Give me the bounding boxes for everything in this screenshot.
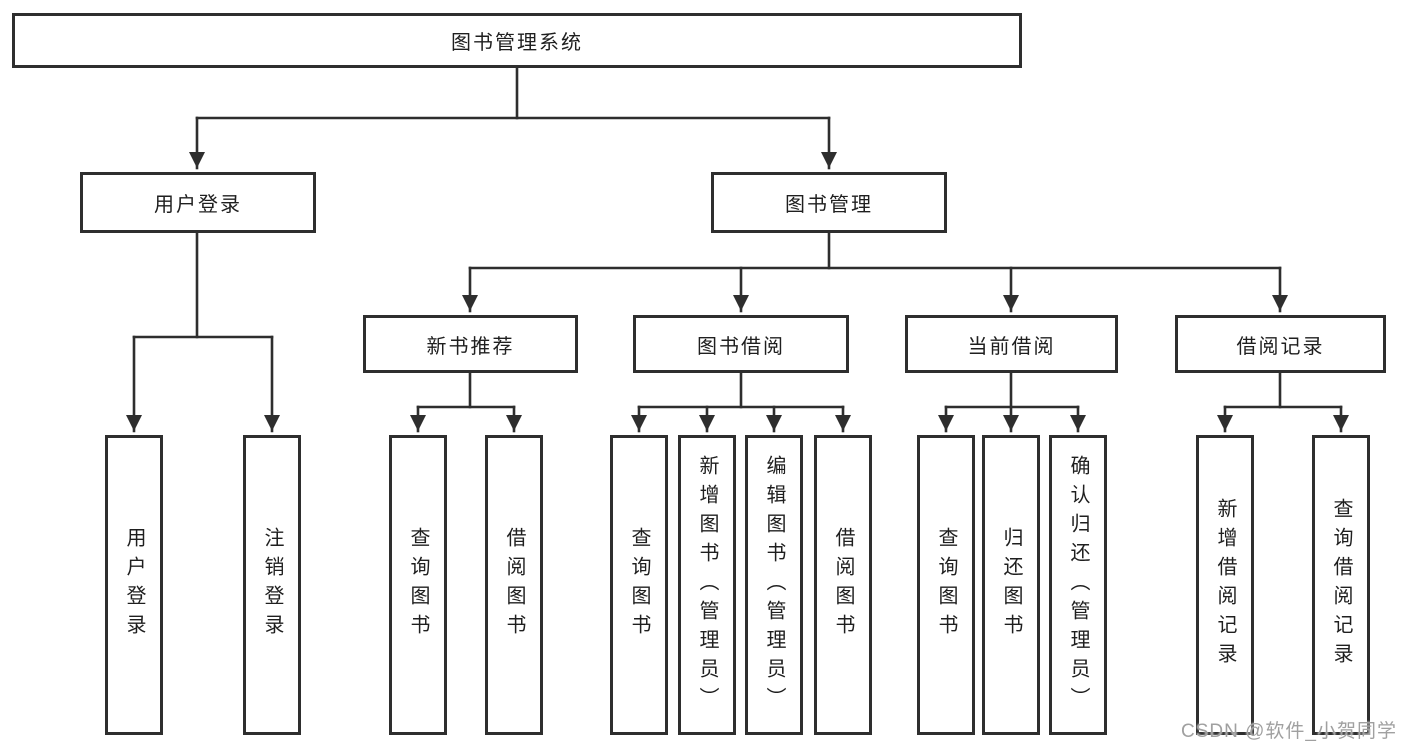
leaf-logout: 注销登录: [243, 435, 301, 735]
node-label: 图书借阅: [697, 335, 785, 358]
node-borrow-records: 借阅记录: [1175, 315, 1386, 373]
leaf-label: 查询图书: [628, 527, 650, 643]
leaf-label: 查询图书: [407, 527, 429, 643]
node-label: 借阅记录: [1236, 335, 1325, 358]
leaf-label: 归还图书: [1000, 527, 1022, 643]
node-book-borrow: 图书借阅: [633, 315, 849, 373]
leaf-query-books: 查询图书: [389, 435, 447, 735]
node-label: 用户登录: [154, 194, 242, 216]
leaf-query-books: 查询图书: [610, 435, 668, 735]
leaf-query-borrow-record: 查询借阅记录: [1312, 435, 1370, 735]
node-label: 图书管理: [785, 194, 873, 216]
leaf-borrow-books: 借阅图书: [814, 435, 872, 735]
leaf-label: 新增借阅记录: [1214, 498, 1236, 672]
leaf-label: 借阅图书: [832, 527, 854, 643]
leaf-add-borrow-record: 新增借阅记录: [1196, 435, 1254, 735]
leaf-label: 借阅图书: [503, 527, 525, 643]
leaf-label: 用户登录: [123, 527, 145, 643]
leaf-return-books: 归还图书: [982, 435, 1040, 735]
leaf-label: 确认归还（管理员）: [1067, 454, 1089, 716]
node-current-borrow: 当前借阅: [905, 315, 1118, 373]
leaf-user-login: 用户登录: [105, 435, 163, 735]
leaf-add-books-admin: 新增图书（管理员）: [678, 435, 736, 735]
watermark: CSDN @软件_小贺同学: [1181, 721, 1397, 742]
node-new-book-recommend: 新书推荐: [363, 315, 578, 373]
node-label: 新书推荐: [426, 335, 515, 358]
node-label: 图书管理系统: [451, 32, 583, 54]
leaf-label: 新增图书（管理员）: [696, 454, 718, 716]
node-library-management-system: 图书管理系统: [12, 13, 1022, 68]
node-book-management: 图书管理: [711, 172, 947, 233]
leaf-query-books: 查询图书: [917, 435, 975, 735]
leaf-label: 注销登录: [261, 527, 283, 643]
leaf-edit-books-admin: 编辑图书（管理员）: [745, 435, 803, 735]
node-user-login: 用户登录: [80, 172, 316, 233]
leaf-label: 编辑图书（管理员）: [763, 454, 785, 716]
leaf-label: 查询借阅记录: [1330, 498, 1352, 672]
leaf-confirm-return-admin: 确认归还（管理员）: [1049, 435, 1107, 735]
leaf-borrow-books: 借阅图书: [485, 435, 543, 735]
leaf-label: 查询图书: [935, 527, 957, 643]
node-label: 当前借阅: [967, 335, 1056, 358]
